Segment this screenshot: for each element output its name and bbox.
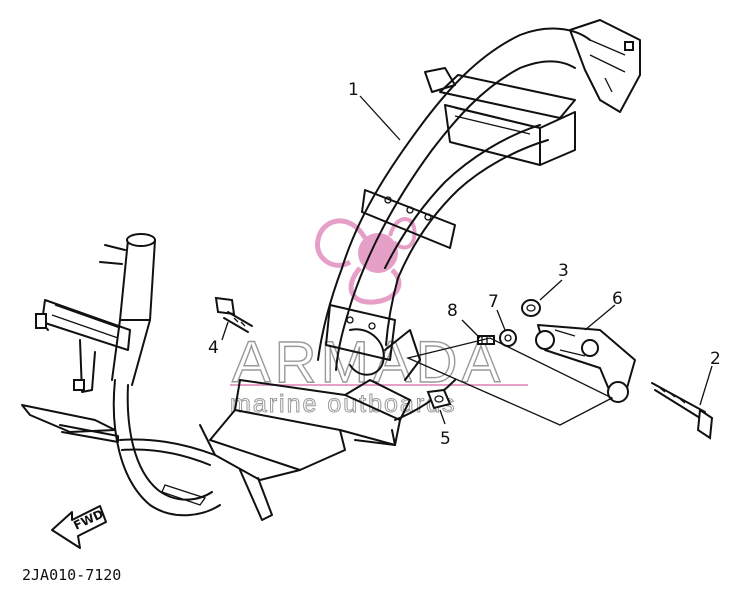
collar-7	[499, 329, 517, 347]
nut-5	[426, 388, 452, 410]
bracket-assembly-outline	[405, 337, 614, 426]
callout-7: 7	[488, 292, 499, 312]
callout-3: 3	[558, 261, 569, 281]
callout-5: 5	[440, 429, 451, 449]
callout-4: 4	[208, 338, 219, 358]
watermark-logo	[315, 217, 417, 305]
engine-bracket-6	[535, 324, 636, 403]
fwd-arrow: FWD	[51, 505, 107, 549]
drawing-code: 2JA010-7120	[22, 566, 121, 584]
nut-3	[521, 299, 541, 317]
callout-6: 6	[612, 289, 623, 309]
frame-body	[21, 19, 641, 521]
leader-lines	[221, 95, 713, 425]
callout-8: 8	[447, 301, 458, 321]
callout-2: 2	[710, 349, 721, 369]
bolt-4	[214, 296, 253, 333]
callout-1: 1	[348, 80, 359, 100]
bolt-2	[651, 382, 714, 440]
